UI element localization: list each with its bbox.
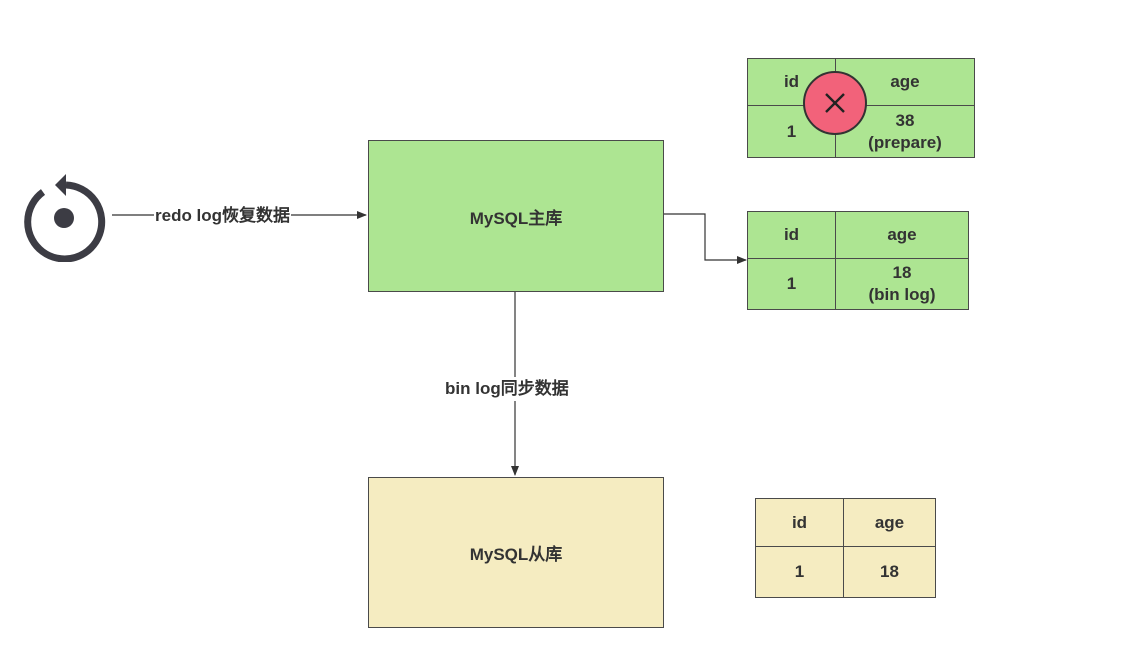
age-value: 18 — [892, 263, 912, 282]
redo-log-label: redo log恢复数据 — [154, 206, 292, 226]
table-cell-age: 18 (bin log) — [835, 258, 969, 310]
mysql-master-label: MySQL主库 — [469, 208, 563, 228]
age-value: 38 — [895, 110, 915, 130]
table-cell-id: 1 — [755, 546, 844, 598]
table-header-age: age — [843, 498, 936, 547]
binlog-sync-label: bin log同步数据 — [444, 377, 570, 401]
table-header-id: id — [747, 211, 836, 259]
close-icon — [803, 71, 867, 135]
age-note: (bin log) — [868, 285, 936, 304]
table-header-id: id — [755, 498, 844, 547]
table-cell-id: 1 — [747, 258, 836, 310]
mysql-slave-label: MySQL从库 — [469, 545, 563, 564]
table-header-age: age — [835, 211, 969, 259]
binlog-table: id age 1 18 (bin log) — [747, 211, 969, 310]
binlog-write-arrow — [662, 213, 747, 264]
table-cell-age: 18 — [843, 546, 936, 598]
slave-table: id age 1 18 — [755, 498, 936, 598]
mysql-master-node: MySQL主库 — [368, 140, 664, 292]
age-note: (prepare) — [868, 132, 942, 152]
recover-icon — [24, 174, 106, 262]
mysql-slave-node: MySQL从库 — [368, 477, 664, 628]
